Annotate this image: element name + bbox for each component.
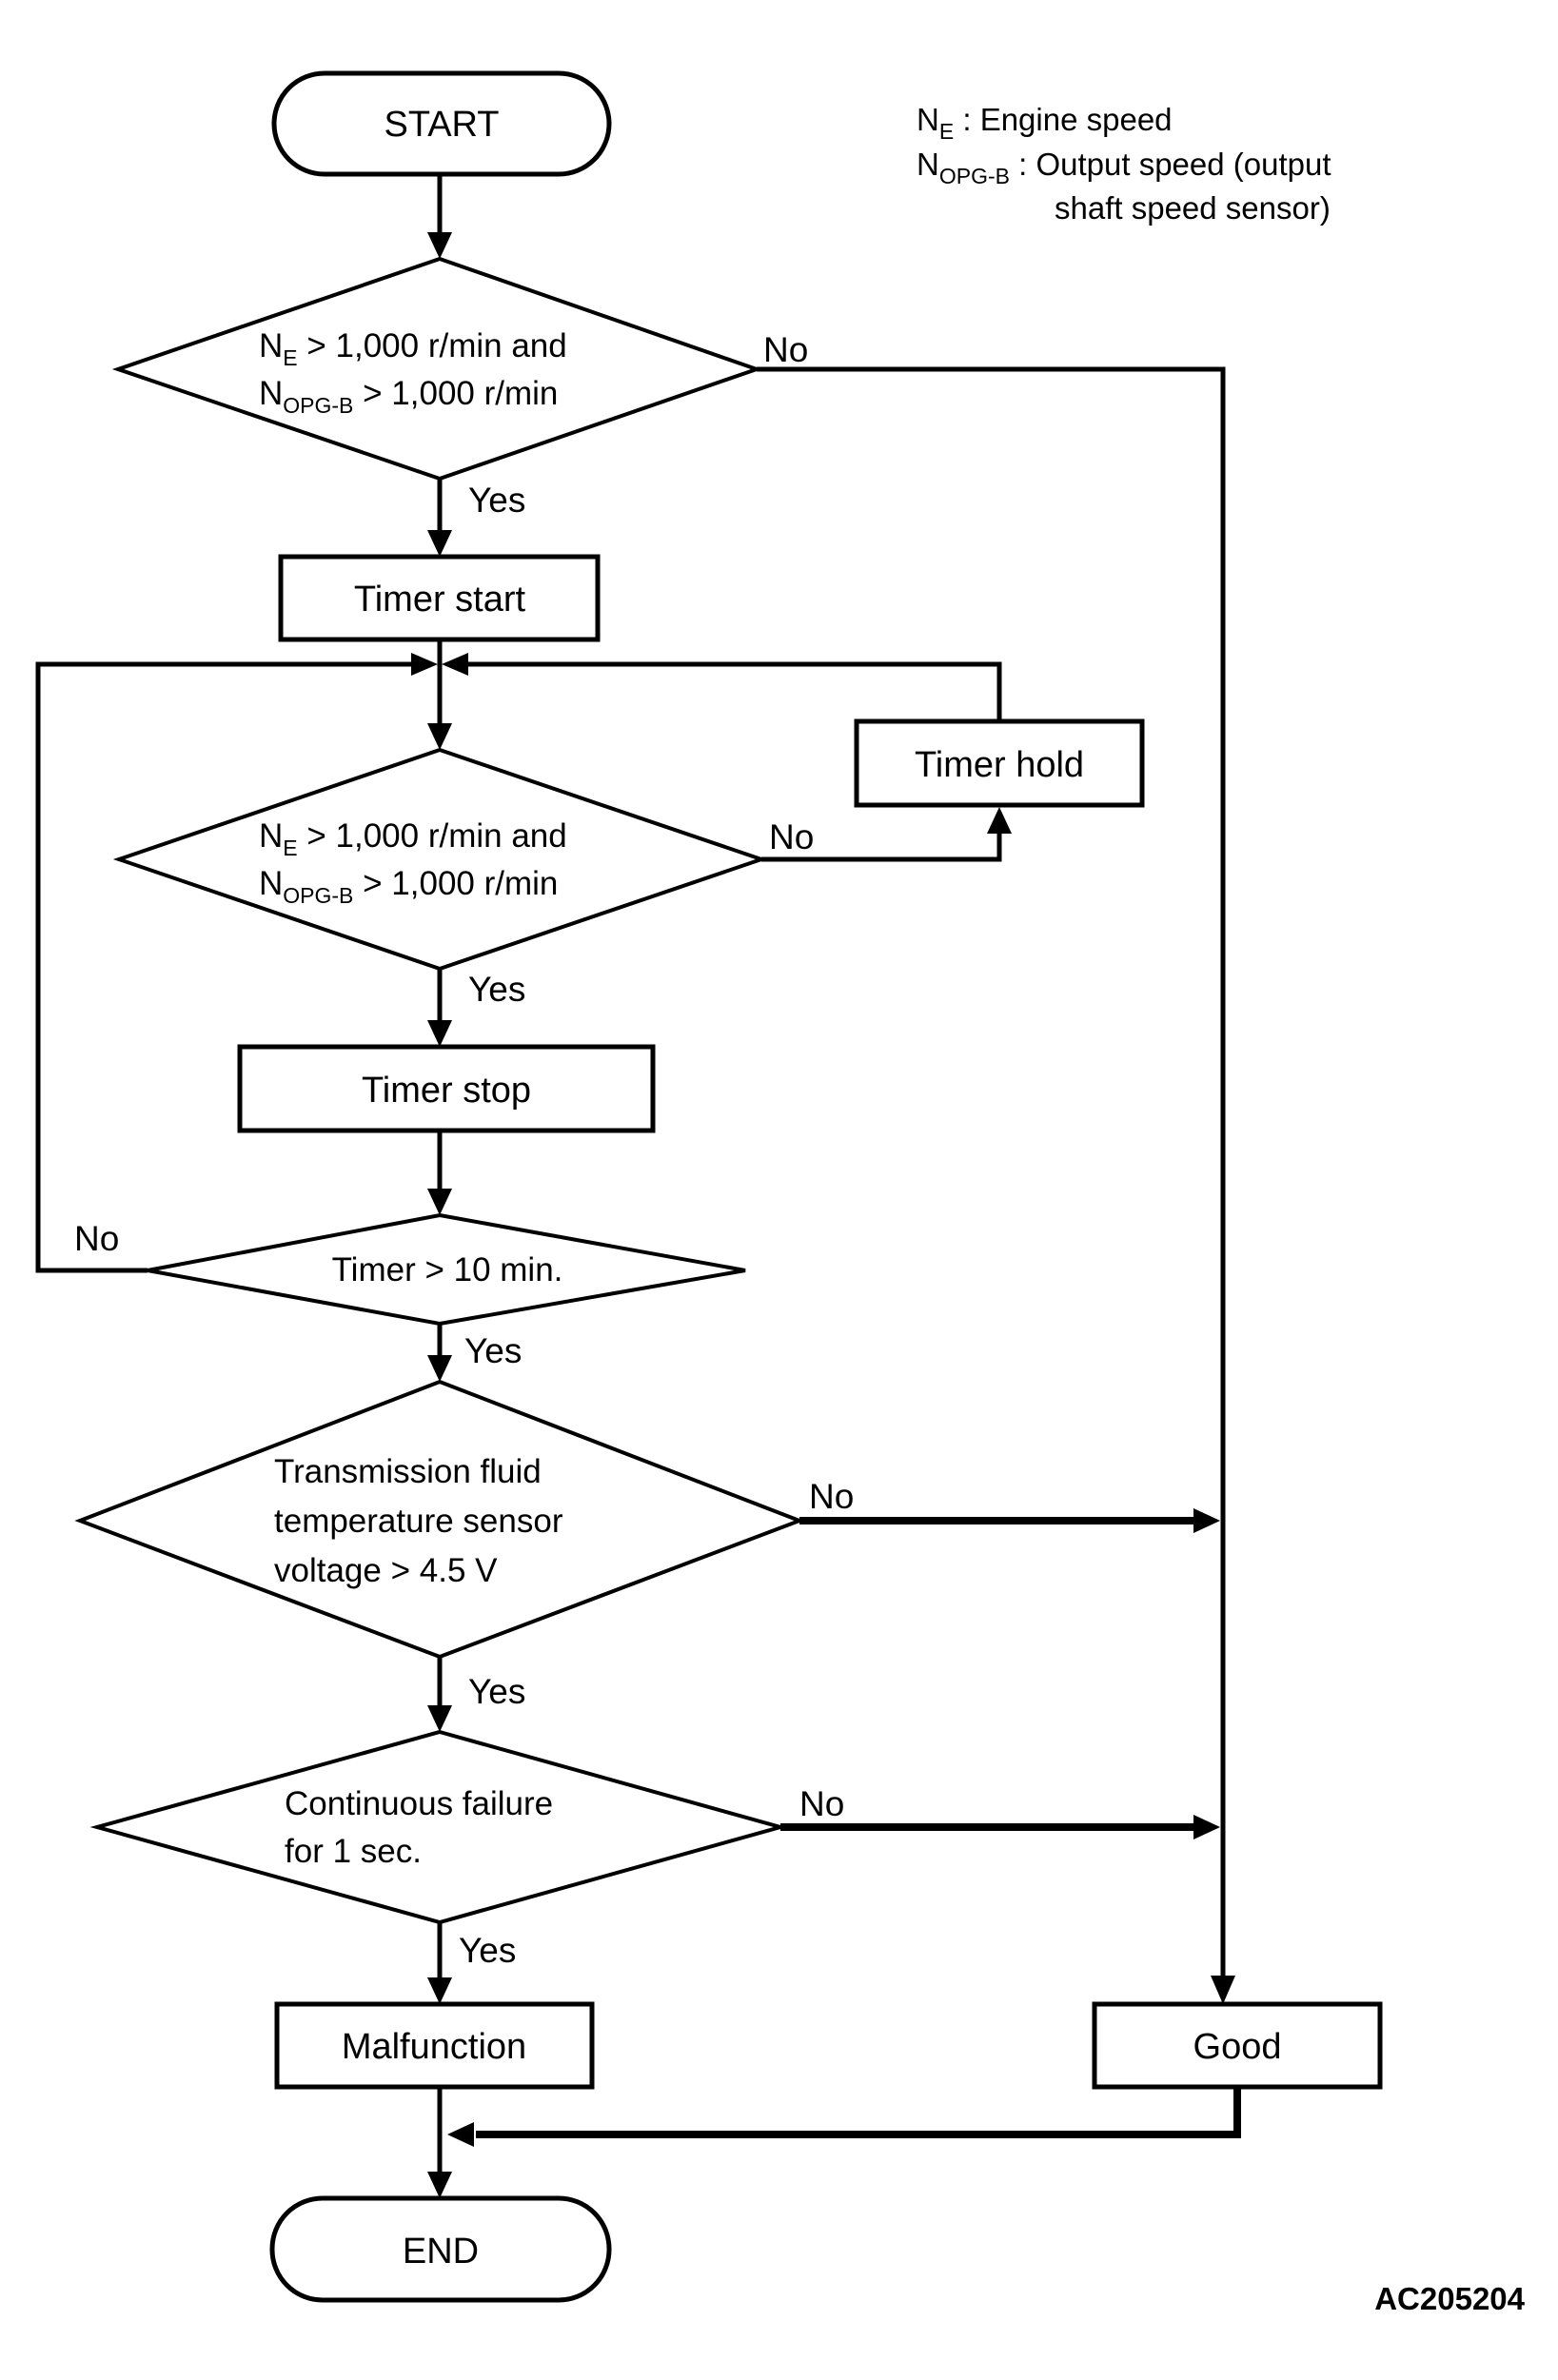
decision5-condition-line2: for 1 sec. — [285, 1833, 422, 1870]
decision4-condition-line2: temperature sensor — [274, 1503, 563, 1540]
decision2-subscript-opgb: OPG-B — [283, 883, 353, 908]
legend-symbol-2-subscript: OPG-B — [939, 164, 1010, 188]
yes-label-decision5: Yes — [459, 1931, 516, 1970]
good-label: Good — [1193, 2027, 1282, 2067]
arrowhead-into-decision2 — [427, 723, 452, 750]
yes-label-decision1: Yes — [468, 481, 525, 520]
arrowhead-into-timer-hold — [987, 807, 1012, 834]
decision-timer-duration — [147, 1212, 746, 1327]
legend-symbol-2: N — [917, 147, 939, 182]
decision1-symbol-nopgb: N — [259, 375, 283, 412]
connector-good-to-merge — [476, 2087, 1241, 2138]
process-timer-stop — [237, 1044, 656, 1133]
decision2-subscript-e: E — [283, 836, 297, 860]
arrowhead-into-malfunction — [427, 1977, 452, 2004]
arrowhead-into-decision3 — [427, 1189, 452, 1215]
decision1-symbol-ne: N — [259, 327, 283, 364]
arrowhead-into-timer-stop — [427, 1020, 452, 1047]
arrowhead-into-timer-start — [427, 530, 452, 557]
end-terminator — [269, 2195, 612, 2303]
connector-timerhold-to-junction — [468, 661, 1002, 721]
decision-fluid-temp-voltage — [74, 1379, 805, 1660]
arrowhead-no5-merge — [1193, 1815, 1220, 1839]
process-timer-start — [278, 554, 601, 642]
arrowhead-into-decision4 — [427, 1355, 452, 1382]
decision4-condition-line3: voltage > 4.5 V — [274, 1552, 498, 1589]
legend-line-3: shaft speed sensor) — [1055, 190, 1331, 226]
decision-speed-2 — [112, 747, 768, 972]
start-terminator — [271, 70, 612, 177]
legend-line-2-text: : Output speed (output — [1010, 147, 1331, 182]
process-good — [1092, 2001, 1383, 2090]
start-label: START — [384, 105, 499, 145]
no-label-decision4: No — [809, 1477, 854, 1516]
arrowhead-into-decision1 — [427, 232, 452, 259]
decision5-condition-line1: Continuous failure — [285, 1785, 553, 1822]
no-branch-decision1-line — [757, 366, 1226, 1976]
arrowhead-no4-merge — [1193, 1508, 1220, 1533]
end-label: END — [403, 2232, 479, 2272]
decision1-subscript-e: E — [283, 345, 297, 370]
decision1-condition-line2: NOPG-B > 1,000 r/min — [259, 375, 558, 418]
timer-hold-label: Timer hold — [915, 745, 1084, 785]
decision1-condition-line2-text: > 1,000 r/min — [353, 375, 558, 412]
arrowhead-good-merge — [447, 2122, 474, 2147]
arrowhead-into-end — [427, 2172, 452, 2198]
decision1-condition-line1-text: > 1,000 r/min and — [298, 327, 567, 364]
timer-start-label: Timer start — [354, 580, 526, 620]
decision4-condition-line1: Transmission fluid — [274, 1453, 542, 1490]
arrowhead-into-good — [1211, 1976, 1235, 2004]
process-timer-hold — [854, 718, 1145, 808]
legend-symbol-1: N — [917, 102, 939, 137]
legend-line-2: NOPG-B : Output speed (output — [917, 147, 1331, 188]
yes-label-decision3: Yes — [464, 1331, 522, 1370]
decision-speed-1 — [111, 256, 763, 482]
arrowhead-into-decision5 — [427, 1705, 452, 1732]
malfunction-label: Malfunction — [342, 2027, 526, 2067]
decision1-condition-line1: NE > 1,000 r/min and — [259, 327, 567, 370]
timer-stop-label: Timer stop — [362, 1071, 531, 1111]
legend-line-1: NE : Engine speed — [917, 102, 1173, 144]
no-branch-decision2-line — [761, 834, 1002, 862]
process-malfunction — [274, 2001, 595, 2090]
decision2-condition-line2: NOPG-B > 1,000 r/min — [259, 865, 558, 908]
junction-right-arrowhead — [442, 653, 468, 676]
junction-left-arrowhead — [411, 653, 438, 676]
legend-symbol-1-subscript: E — [939, 119, 954, 144]
legend-line-1-text: : Engine speed — [954, 102, 1172, 137]
no-label-decision1: No — [763, 330, 808, 369]
decision-continuous-failure — [89, 1729, 788, 1925]
decision2-symbol-nopgb: N — [259, 865, 283, 902]
decision2-condition-line1-text: > 1,000 r/min and — [298, 817, 567, 855]
loop-no-branch-decision3-line — [35, 661, 411, 1273]
decision2-condition-line2-text: > 1,000 r/min — [353, 865, 558, 902]
no-label-decision5: No — [799, 1784, 844, 1823]
decision1-subscript-opgb: OPG-B — [283, 393, 353, 418]
no-label-decision2: No — [769, 817, 814, 856]
decision2-symbol-ne: N — [259, 817, 283, 855]
no-label-decision3: No — [74, 1219, 119, 1258]
decision3-condition: Timer > 10 min. — [332, 1251, 563, 1288]
decision2-condition-line1: NE > 1,000 r/min and — [259, 817, 567, 860]
yes-label-decision4: Yes — [468, 1672, 525, 1711]
figure-id: AC205204 — [1374, 2281, 1525, 2316]
yes-label-decision2: Yes — [468, 970, 525, 1009]
